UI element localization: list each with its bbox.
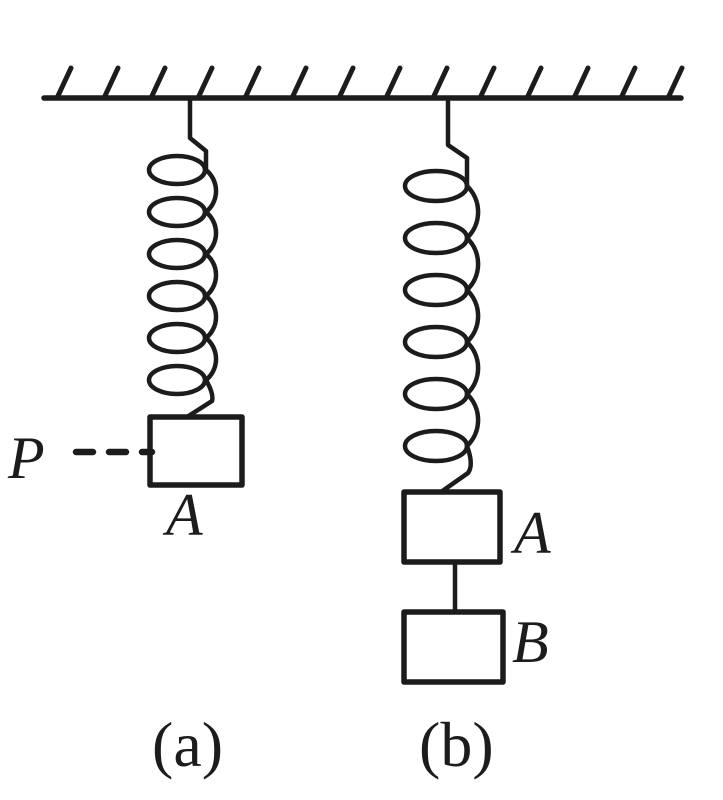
spring-b-hanger bbox=[445, 96, 470, 189]
spring-b-coil bbox=[402, 220, 470, 256]
spring-a-end-wire bbox=[184, 377, 215, 420]
spring-a-hanger bbox=[187, 96, 209, 173]
ceiling bbox=[41, 65, 685, 101]
spring-b-coil bbox=[402, 376, 470, 412]
spring-a-wire bbox=[203, 167, 219, 383]
spring-a-coils bbox=[146, 153, 208, 397]
block-a-left bbox=[147, 414, 245, 488]
spring-b-coil bbox=[402, 272, 470, 308]
spring-a-coil bbox=[146, 279, 208, 313]
block-a-right-label: A bbox=[510, 500, 551, 566]
spring-b-coils bbox=[402, 168, 470, 464]
spring-a-coil bbox=[146, 321, 208, 355]
block-b bbox=[401, 609, 506, 685]
spring-b-wire bbox=[464, 183, 481, 449]
system-b: A B bbox=[401, 96, 551, 685]
block-a-right bbox=[401, 489, 503, 565]
system-a: P A bbox=[7, 96, 245, 548]
spring-b-coil bbox=[402, 428, 470, 464]
block-a-left-label: A bbox=[162, 482, 203, 548]
spring-b-end-wire bbox=[438, 443, 473, 495]
caption-a: (a) bbox=[152, 709, 223, 780]
spring-a-coil bbox=[146, 195, 208, 229]
spring-b-coil bbox=[402, 168, 470, 204]
block-b-label: B bbox=[512, 609, 549, 675]
caption-b: (b) bbox=[419, 709, 494, 780]
spring-a-coil bbox=[146, 237, 208, 271]
spring-a-coil bbox=[146, 363, 208, 397]
ceiling-hatching bbox=[54, 65, 685, 101]
pointer-label-p: P bbox=[7, 425, 45, 491]
spring-a-coil bbox=[146, 153, 208, 187]
spring-b-coil bbox=[402, 324, 470, 360]
